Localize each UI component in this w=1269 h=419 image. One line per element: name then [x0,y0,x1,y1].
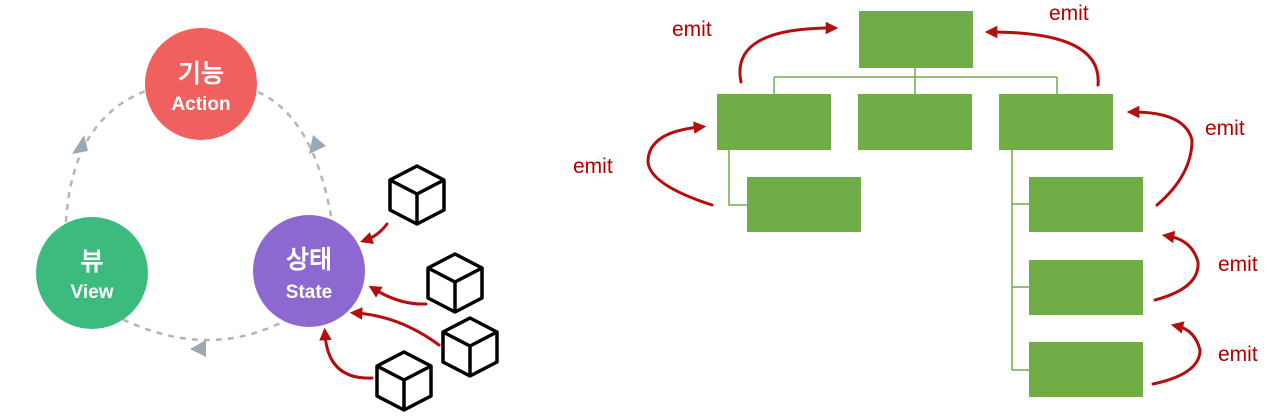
grandchild-component-left [747,177,861,232]
child-component-right [999,94,1113,150]
action-circle [145,28,257,140]
component-to-state-arrow [349,307,441,347]
emit-arrow [1153,230,1200,302]
state-node: 상태 State [253,215,365,327]
root-component [859,11,973,68]
state-circle [253,215,365,327]
action-title: 기능 [178,59,224,88]
tree-connector [1011,150,1029,371]
state-title: 상태 [286,245,332,274]
connector-view-action [64,88,149,223]
view-node: 뷰 View [36,217,148,329]
emit-label: emit [1218,343,1258,366]
view-subtitle: View [71,282,114,303]
view-title: 뷰 [80,247,103,276]
arrowhead-icon [190,340,206,357]
child-component-left [717,94,831,150]
cube-icon [388,164,446,226]
state-subtitle: State [286,282,332,303]
emit-arrow [1151,321,1202,386]
action-subtitle: Action [171,94,230,115]
state-cycle: 기능 Action 상태 State 뷰 View [36,28,499,412]
cube-icon [375,350,433,412]
emit-label: emit [1218,253,1258,276]
component-to-state-arrow [319,327,374,380]
emit-label: emit [1205,117,1245,140]
arrowhead-icon [309,135,326,154]
arrowhead-icon [72,135,88,154]
emit-label: emit [573,155,613,178]
tree-connector [773,68,1058,94]
emit-arrow [738,21,839,84]
emit-arrow [646,121,714,207]
connector-state-view [119,316,291,342]
component-to-state-arrow [360,222,389,244]
emit-label: emit [672,18,712,41]
cube-icon [426,252,484,314]
emit-arrow [1126,105,1194,207]
grandchild-component-right-2 [1029,260,1143,315]
component-tree: emit emit emit emit emit emit [573,2,1258,397]
emit-label: emit [1049,2,1089,25]
view-circle [36,217,148,329]
action-node: 기능 Action [145,28,257,140]
cube-icon [441,316,499,378]
grandchild-component-right-1 [1029,177,1143,232]
emit-arrow [984,25,1100,87]
tree-connector [728,150,747,206]
connector-action-state [257,90,334,223]
child-component-middle [858,94,972,150]
component-to-state-arrow [368,285,428,306]
grandchild-component-right-3 [1029,342,1143,397]
